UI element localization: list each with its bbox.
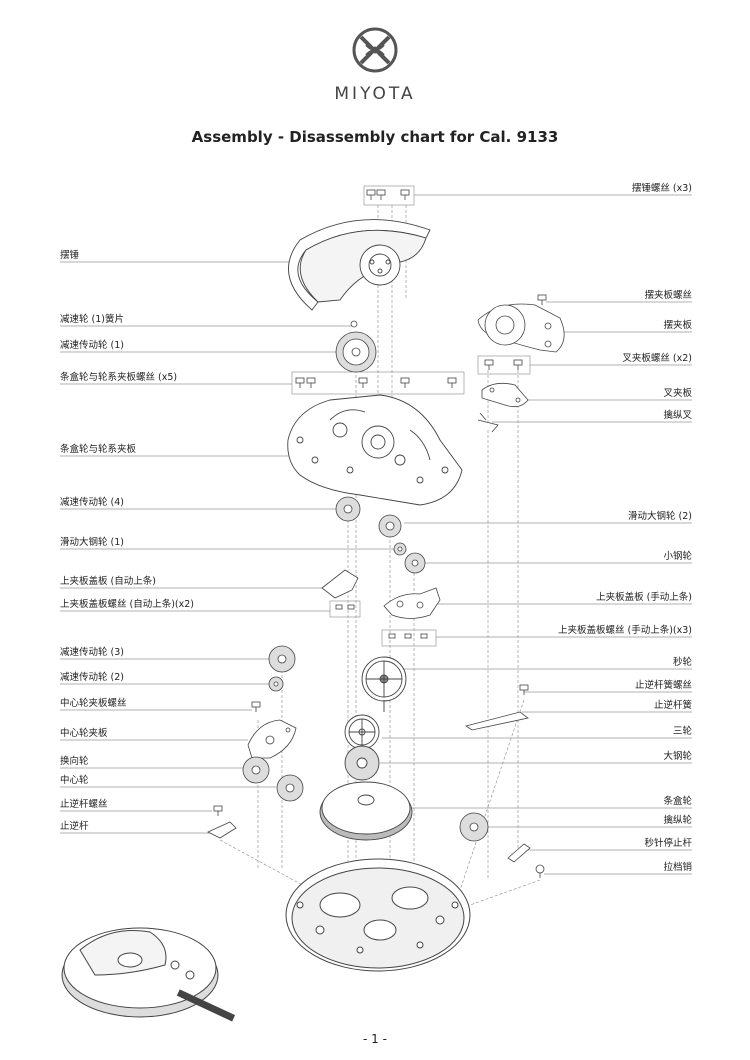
label-pallet-bridge: 叉夹板	[663, 388, 692, 399]
label-sliding-crown-wheel-1: 滑动大钢轮 (1)	[60, 537, 124, 548]
label-center-wheel-bridge: 中心轮夹板	[60, 728, 108, 739]
label-click-spring: 止逆杆簧	[653, 700, 692, 711]
label-reduction-transmission-wheel-2: 减速传动轮 (2)	[60, 672, 124, 683]
label-upper-cover-auto: 上夹板盖板 (自动上条)	[60, 576, 156, 587]
label-small-steel-wheel: 小钢轮	[663, 551, 692, 562]
page-number: - 1 -	[363, 1032, 387, 1046]
label-reduction-transmission-wheel-4: 减速传动轮 (4)	[60, 497, 124, 508]
label-barrel: 条盒轮	[663, 796, 692, 807]
label-reduction-transmission-wheel-3: 减速传动轮 (3)	[60, 647, 124, 658]
brand-name: MIYOTA	[334, 84, 416, 104]
label-rotor: 摆锤	[60, 250, 80, 261]
label-upper-cover-screws-auto: 上夹板盖板螺丝 (自动上条)(x2)	[60, 599, 195, 610]
label-click-screw: 止逆杆螺丝	[60, 799, 108, 810]
label-center-wheel: 中心轮	[60, 775, 89, 786]
label-upper-cover-manual: 上夹板盖板 (手动上条)	[596, 592, 692, 603]
label-center-wheel-bridge-screw: 中心轮夹板螺丝	[60, 698, 127, 709]
label-rotor-screws: 摆锤螺丝 (x3)	[631, 183, 692, 194]
label-setting-lever-pin: 拉档销	[663, 862, 692, 873]
label-pallet-fork: 擒纵叉	[663, 410, 692, 421]
label-click: 止逆杆	[60, 821, 89, 832]
label-balance-bridge: 摆夹板	[663, 320, 692, 331]
label-upper-cover-screws-manual: 上夹板盖板螺丝 (手动上条)(x3)	[557, 625, 692, 636]
label-reversing-wheel: 换向轮	[60, 756, 89, 767]
label-escape-wheel: 擒纵轮	[663, 815, 692, 826]
label-pallet-bridge-screws: 叉夹板螺丝 (x2)	[622, 353, 692, 364]
label-sliding-crown-wheel-2: 滑动大钢轮 (2)	[628, 511, 692, 522]
label-third-wheel: 三轮	[672, 726, 692, 737]
miyota-logo-icon	[352, 27, 398, 73]
label-barrel-train-bridge: 条盒轮与轮系夹板	[60, 444, 137, 455]
label-reduction-transmission-wheel-1: 减速传动轮 (1)	[60, 340, 124, 351]
label-barrel-train-bridge-screws: 条盒轮与轮系夹板螺丝 (x5)	[60, 372, 178, 383]
label-second-stop-lever: 秒针停止杆	[644, 838, 692, 849]
label-balance-bridge-screw: 摆夹板螺丝	[644, 290, 692, 301]
label-ratchet-wheel: 大钢轮	[663, 751, 692, 762]
label-click-spring-screw: 止逆杆簧螺丝	[634, 680, 692, 691]
label-second-wheel: 秒轮	[672, 657, 692, 668]
label-reduction-wheel-1-spring: 减速轮 (1)簧片	[60, 314, 124, 325]
page-title: Assembly - Disassembly chart for Cal. 91…	[191, 128, 559, 146]
